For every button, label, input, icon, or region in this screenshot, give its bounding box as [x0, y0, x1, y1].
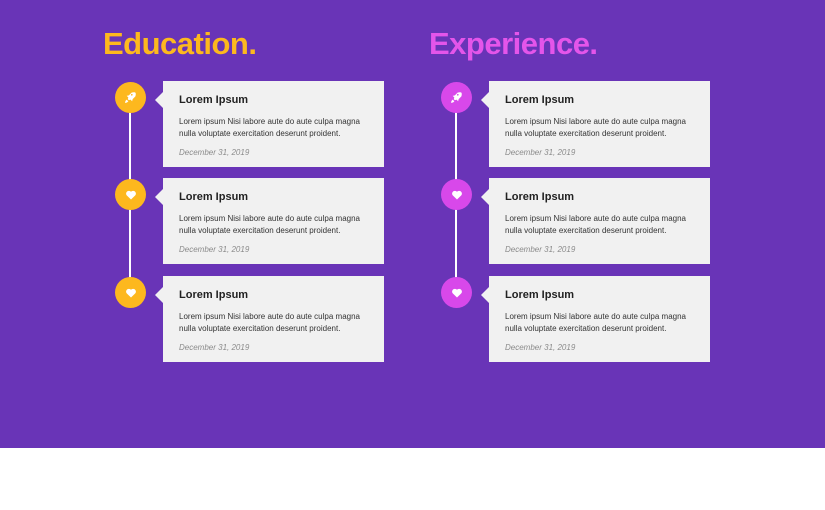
card-date: December 31, 2019 — [505, 148, 576, 157]
education-title: Education. — [103, 26, 257, 61]
card-text: Lorem ipsum Nisi labore aute do aute cul… — [505, 214, 686, 235]
card-title: Lorem Ipsum — [505, 289, 575, 301]
experience-title: Experience. — [429, 26, 598, 61]
education-card-1: Lorem Ipsum Lorem ipsum Nisi labore aute… — [155, 81, 384, 167]
card-date: December 31, 2019 — [179, 245, 250, 254]
education-card-2: Lorem Ipsum Lorem ipsum Nisi labore aute… — [155, 178, 384, 264]
heart-icon — [115, 277, 146, 308]
card-date: December 31, 2019 — [505, 245, 576, 254]
rocket-icon — [115, 82, 146, 113]
card-title: Lorem Ipsum — [179, 191, 249, 203]
card-date: December 31, 2019 — [179, 148, 250, 157]
card-text: Lorem ipsum Nisi labore aute do aute cul… — [505, 117, 686, 138]
card-text: Lorem ipsum Nisi labore aute do aute cul… — [179, 117, 360, 138]
card-title: Lorem Ipsum — [179, 94, 249, 106]
experience-card-2: Lorem Ipsum Lorem ipsum Nisi labore aute… — [481, 178, 710, 264]
card-title: Lorem Ipsum — [179, 289, 249, 301]
card-date: December 31, 2019 — [505, 343, 576, 352]
education-section: Education. Lorem Ipsum Lorem ipsum Nisi … — [103, 0, 403, 448]
education-card-3: Lorem Ipsum Lorem ipsum Nisi labore aute… — [155, 276, 384, 362]
heart-icon — [441, 179, 472, 210]
heart-icon — [441, 277, 472, 308]
card-text: Lorem ipsum Nisi labore aute do aute cul… — [179, 214, 360, 235]
experience-section: Experience. Lorem Ipsum Lorem ipsum Nisi… — [429, 0, 729, 448]
experience-card-3: Lorem Ipsum Lorem ipsum Nisi labore aute… — [481, 276, 710, 362]
heart-icon — [115, 179, 146, 210]
rocket-icon — [441, 82, 472, 113]
card-text: Lorem ipsum Nisi labore aute do aute cul… — [505, 312, 686, 333]
experience-card-1: Lorem Ipsum Lorem ipsum Nisi labore aute… — [481, 81, 710, 167]
card-title: Lorem Ipsum — [505, 191, 575, 203]
card-date: December 31, 2019 — [179, 343, 250, 352]
timeline-hero-section: Education. Lorem Ipsum Lorem ipsum Nisi … — [0, 0, 825, 448]
card-text: Lorem ipsum Nisi labore aute do aute cul… — [179, 312, 360, 333]
card-title: Lorem Ipsum — [505, 94, 575, 106]
